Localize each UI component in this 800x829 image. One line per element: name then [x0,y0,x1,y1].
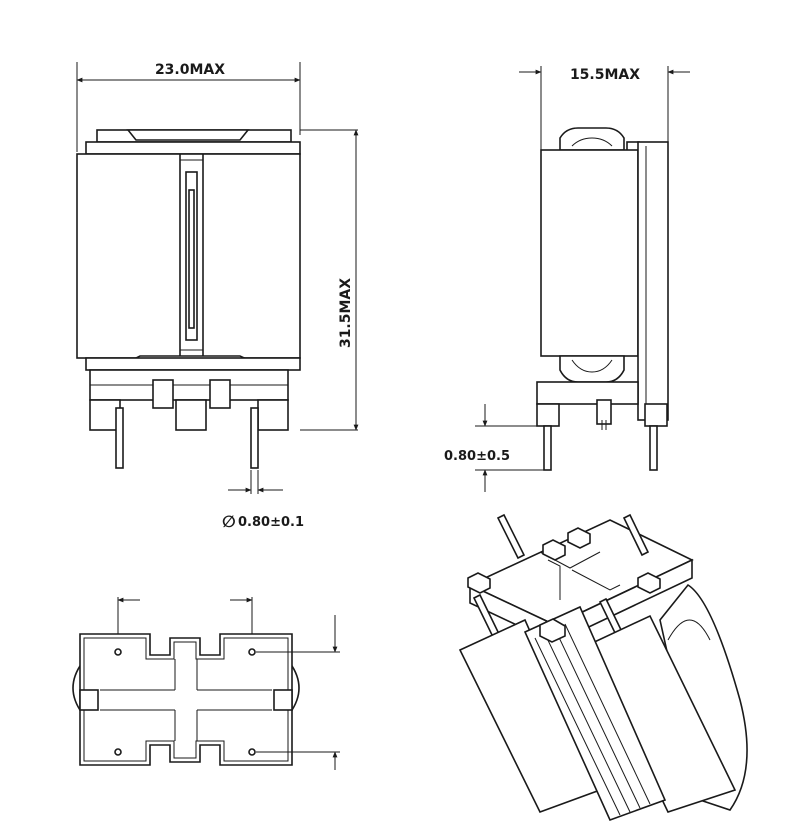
isometric-view [458,513,748,822]
bottom-view [72,597,340,770]
side-view: 15.5MAX 0.80±0.5 [444,66,690,492]
standoff-dimension-label: 0.80±0.5 [444,449,510,464]
width-dimension-label: 23.0MAX [155,62,225,78]
height-dimension-label: 31.5MAX [338,278,354,348]
front-view: 23.0MAX 31.5MAX [76,62,359,531]
depth-dimension-label: 15.5MAX [570,67,640,83]
pin-diameter-label: 0.80±0.1 [238,515,304,530]
pin-diameter-symbol: ∅ [222,512,236,531]
